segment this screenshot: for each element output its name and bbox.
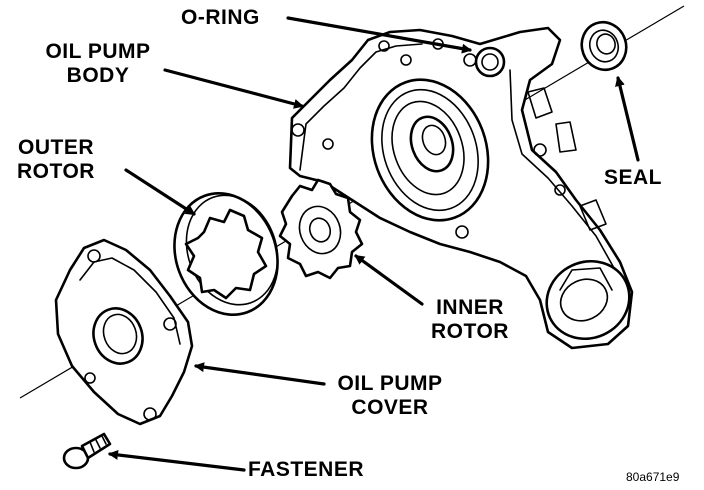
leader-arrows <box>108 16 640 472</box>
label-outer-rotor-line1: OUTER <box>18 136 94 159</box>
label-outer-rotor: OUTER ROTOR <box>4 136 108 184</box>
label-o-ring: O-RING <box>181 6 260 29</box>
outer-rotor-part <box>173 191 279 317</box>
arrow-inner-rotor <box>354 254 424 306</box>
seal-part <box>580 20 628 72</box>
arrow-o-ring <box>286 16 472 54</box>
arrow-seal <box>615 76 640 162</box>
oil-pump-cover-part <box>54 238 194 426</box>
label-oil-pump-body-line2: BODY <box>66 64 130 87</box>
label-inner-rotor-line2: ROTOR <box>431 320 509 343</box>
arrow-fastener <box>108 449 246 472</box>
inner-rotor-part <box>278 178 364 280</box>
label-oil-pump-body: OIL PUMP BODY <box>28 40 168 88</box>
arrow-outer-rotor <box>124 168 196 216</box>
oil-pump-body <box>288 26 634 350</box>
label-oil-pump-cover-line2: COVER <box>351 396 429 419</box>
label-inner-rotor-line1: INNER <box>436 296 504 319</box>
label-outer-rotor-line2: ROTOR <box>17 160 95 183</box>
label-oil-pump-cover-line1: OIL PUMP <box>337 372 443 395</box>
arrow-oil-pump-cover <box>194 362 326 386</box>
label-oil-pump-body-line1: OIL PUMP <box>45 40 151 63</box>
label-inner-rotor: INNER ROTOR <box>418 296 522 344</box>
label-oil-pump-cover: OIL PUMP COVER <box>320 372 460 420</box>
label-fastener: FASTENER <box>248 458 365 481</box>
label-seal: SEAL <box>604 166 663 189</box>
figure-id: 80a671e9 <box>626 470 680 484</box>
fastener-part <box>62 432 112 470</box>
arrow-oil-pump-body <box>163 68 304 109</box>
